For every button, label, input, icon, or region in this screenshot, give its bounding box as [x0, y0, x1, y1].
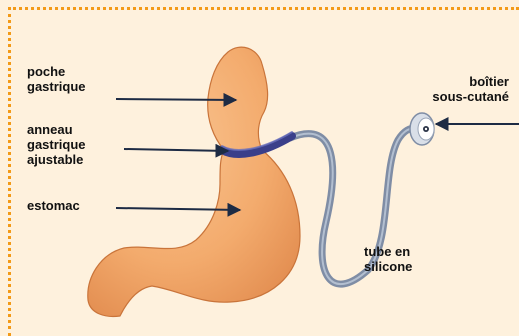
- arrow-anneau: [124, 149, 228, 151]
- label-anneau-gastrique: anneau gastrique ajustable: [27, 122, 86, 167]
- stomach-shape: [88, 47, 300, 316]
- label-boitier-sous-cutane: boîtier sous-cutané: [432, 74, 509, 104]
- subcutaneous-port: [410, 113, 434, 145]
- label-estomac: estomac: [27, 198, 80, 213]
- label-poche-gastrique: poche gastrique: [27, 64, 86, 94]
- arrow-poche: [116, 99, 236, 100]
- label-tube-silicone: tube en silicone: [364, 244, 412, 274]
